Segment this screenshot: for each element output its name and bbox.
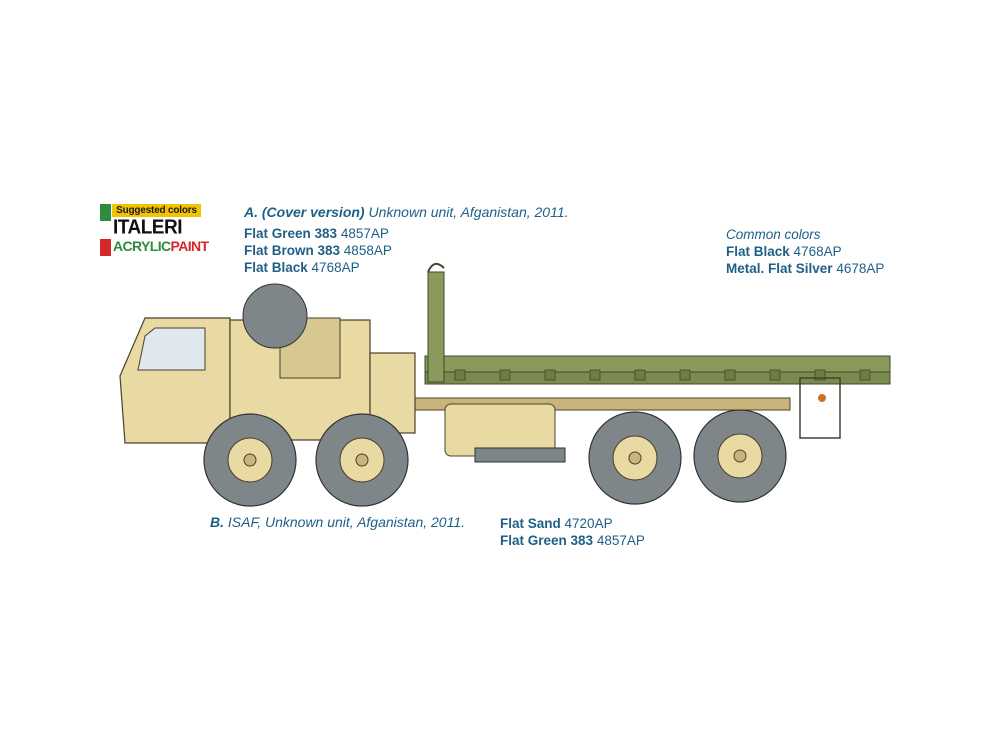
flatbed: [424, 262, 891, 385]
color-code: 4768AP: [793, 244, 842, 259]
italeri-acrylic-paint-logo: Suggested colors ITALERI ACRYLICPAINT: [100, 204, 209, 256]
brand-name: ITALERI: [113, 216, 182, 239]
version-b-text: ISAF, Unknown unit, Afganistan, 2011.: [227, 514, 466, 530]
acrylic-paint-wordmark: ACRYLICPAINT: [113, 238, 210, 254]
color-row: Flat Black 4768AP: [726, 243, 884, 260]
color-name: Flat Green 383: [500, 533, 594, 548]
version-a-text: Unknown unit, Afganistan, 2011.: [368, 204, 569, 220]
truck-illustration: [119, 262, 891, 507]
color-row: Metal. Flat Silver 4678AP: [726, 260, 884, 277]
chassis: [409, 377, 841, 463]
color-row: Flat Black 4768AP: [244, 259, 392, 276]
wheel: [203, 413, 297, 507]
color-code: 4768AP: [311, 260, 360, 275]
wheels: [203, 409, 787, 507]
version-a-color-list: Flat Green 383 4857AP Flat Brown 383 485…: [244, 225, 392, 276]
color-name: Metal. Flat Silver: [726, 261, 833, 276]
color-code: 4720AP: [564, 516, 613, 531]
common-colors-heading: Common colors: [726, 227, 821, 242]
suggested-colors-tag: Suggested colors: [112, 204, 201, 217]
version-b-color-list: Flat Sand 4720AP Flat Green 383 4857AP: [500, 515, 645, 549]
color-row: Flat Brown 383 4858AP: [244, 242, 392, 259]
paint-word-paint: PAINT: [170, 238, 210, 254]
wheel: [315, 413, 409, 507]
color-code: 4857AP: [340, 226, 389, 241]
cab: [119, 283, 416, 444]
color-row: Flat Sand 4720AP: [500, 515, 645, 532]
paint-word-acrylic: ACRYLIC: [113, 238, 171, 254]
version-a-heading: A. (Cover version) Unknown unit, Afganis…: [244, 204, 569, 220]
color-name: Flat Brown 383: [244, 243, 341, 258]
color-row: Flat Green 383 4857AP: [500, 532, 645, 549]
color-name: Flat Black: [244, 260, 308, 275]
italian-flag-icon: [100, 204, 111, 256]
color-row: Flat Green 383 4857AP: [244, 225, 392, 242]
wheel: [588, 411, 682, 505]
version-a-label: A. (Cover version): [244, 204, 365, 220]
version-b-heading: B. ISAF, Unknown unit, Afganistan, 2011.: [210, 514, 465, 530]
color-name: Flat Sand: [500, 516, 561, 531]
color-name: Flat Black: [726, 244, 790, 259]
color-code: 4858AP: [343, 243, 392, 258]
color-name: Flat Green 383: [244, 226, 338, 241]
version-b-label: B.: [210, 514, 224, 530]
color-code: 4857AP: [596, 533, 645, 548]
color-code: 4678AP: [836, 261, 885, 276]
wheel: [693, 409, 787, 503]
common-colors-list: Common colors Flat Black 4768AP Metal. F…: [726, 226, 884, 277]
